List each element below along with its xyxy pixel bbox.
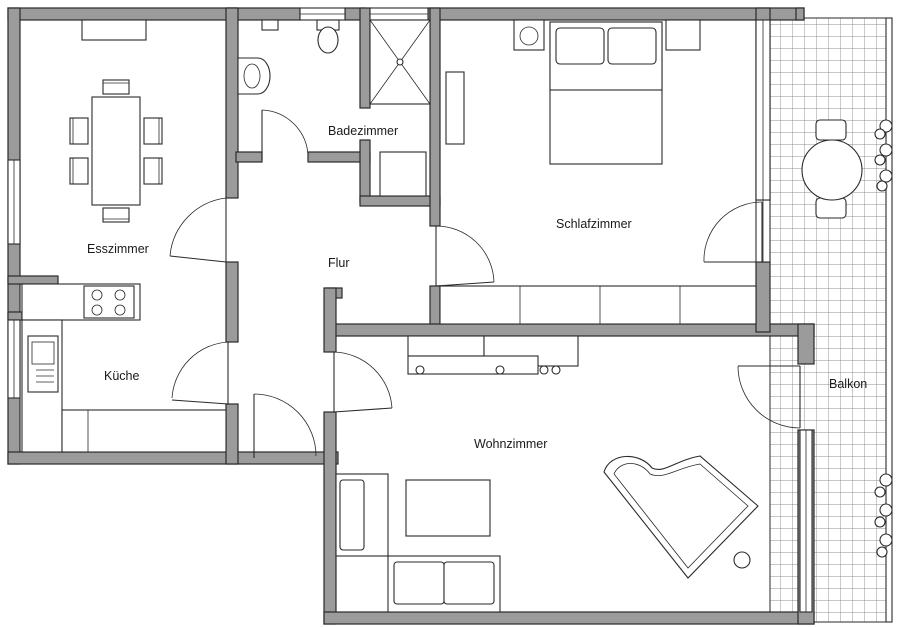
doors: [169, 109, 801, 458]
dining-furniture: [69, 19, 163, 223]
chair: [69, 79, 163, 223]
room-label-schlafzimmer: Schlafzimmer: [556, 217, 632, 231]
room-label-wohnzimmer: Wohnzimmer: [474, 437, 547, 451]
room-label-kueche: Küche: [104, 369, 139, 383]
plant-icon: [874, 119, 893, 558]
bedroom-furniture: [439, 19, 757, 325]
room-label-flur: Flur: [328, 256, 350, 270]
room-label-badezimmer: Badezimmer: [328, 124, 398, 138]
room-label-balkon: Balkon: [829, 377, 867, 391]
balcony: [769, 17, 893, 623]
bathroom-furniture: [237, 19, 431, 197]
grand-piano: [603, 455, 759, 579]
living-furniture: [335, 335, 759, 613]
room-labels: Esszimmer Küche Badezimmer Flur Schlafzi…: [87, 124, 867, 451]
balcony-furniture: [801, 119, 893, 558]
windows: [7, 7, 813, 613]
room-label-esszimmer: Esszimmer: [87, 242, 149, 256]
kitchen-furniture: [21, 283, 227, 453]
